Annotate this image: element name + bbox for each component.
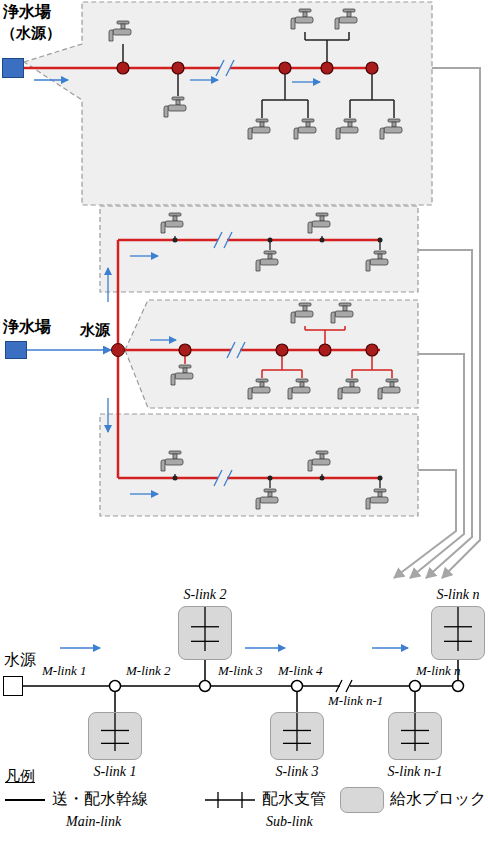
node-label: 浄水場 (3, 3, 51, 21)
link-label: Sub-link (266, 814, 313, 830)
sub-link-symbol (179, 607, 231, 659)
source-square: 水源 (3, 676, 23, 696)
pipe-break (336, 680, 352, 692)
legend-text: 給水ブロック (390, 790, 486, 808)
legend-title: 凡例 (5, 768, 35, 785)
legend-swatch (340, 787, 384, 813)
branch-pipes (123, 32, 394, 118)
branch-pipes (175, 236, 380, 488)
faucet-icons (109, 9, 402, 139)
link-label: M-link 1 (42, 664, 86, 679)
sub-link-symbol (389, 713, 441, 759)
legend-text: 送・配水幹線 (52, 790, 148, 808)
node-label: S-link 3 (275, 764, 318, 780)
node-label: S-link n (436, 587, 479, 603)
junctions (110, 681, 464, 692)
supply-block: S-link 3 (270, 712, 324, 760)
legend-text: 配水支管 (262, 790, 326, 808)
node-label: 水源 (4, 651, 36, 669)
source-node: 水源 (111, 343, 125, 357)
sub-link-symbol (89, 713, 141, 759)
node-label: 浄水場 (3, 318, 51, 336)
supply-regions (100, 206, 418, 516)
node-label: 水源 (80, 322, 110, 339)
flow-connector (27, 349, 111, 351)
main-pipe (24, 60, 378, 76)
supply-block: S-link 1 (88, 712, 142, 760)
node-label: S-link 2 (183, 587, 226, 603)
branch-pipes-red (185, 326, 392, 378)
supply-block: S-link n-1 (388, 712, 442, 760)
flow-arrows (34, 80, 320, 82)
faucet-icons (161, 213, 400, 509)
main-pipes (118, 232, 383, 486)
source-square: 浄水場（水源） (2, 58, 24, 78)
node-label: S-link n-1 (388, 764, 443, 780)
link-label: M-link 3 (218, 664, 262, 679)
supply-region (24, 2, 432, 205)
source-square: 浄水場 (5, 341, 27, 359)
flow-arrows (108, 256, 176, 494)
gather-arrows (394, 68, 480, 578)
link-label: M-link n (416, 664, 460, 679)
supply-block: S-link n (431, 606, 485, 660)
flow-arrows (60, 647, 408, 648)
node-label: （水源） (1, 25, 61, 42)
sub-link-symbol (432, 607, 484, 659)
schematic-main-link (22, 660, 458, 712)
supply-block: S-link 2 (178, 606, 232, 660)
link-label: Main-link (66, 814, 121, 830)
link-label: M-link 4 (278, 664, 322, 679)
link-label: M-link n-1 (328, 694, 383, 709)
link-label: M-link 2 (126, 664, 170, 679)
sub-link-symbol (271, 713, 323, 759)
node-label: S-link 1 (93, 764, 136, 780)
